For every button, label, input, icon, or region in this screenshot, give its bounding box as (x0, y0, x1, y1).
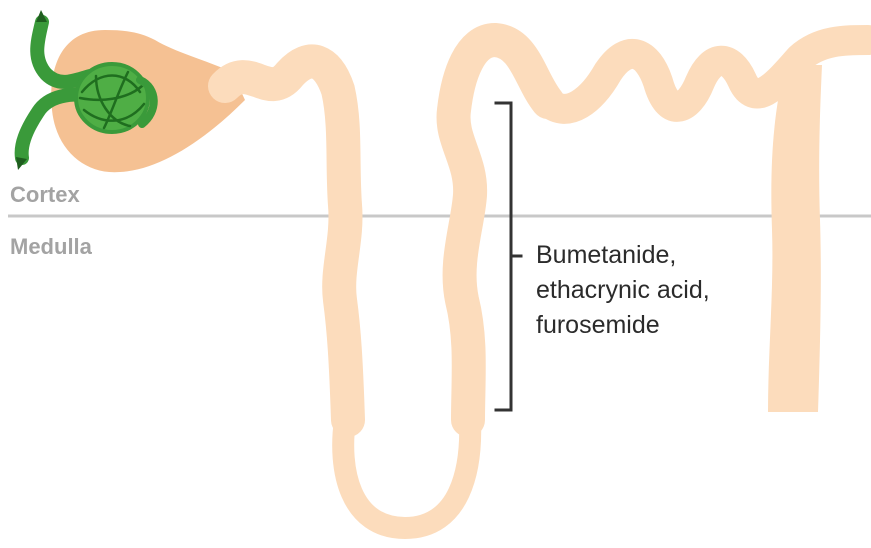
drug-label-line: Bumetanide, (536, 238, 710, 273)
medulla-label: Medulla (10, 236, 92, 258)
drug-label-line: furosemide (536, 308, 710, 343)
drug-label-line: ethacrynic acid, (536, 273, 710, 308)
proximal-convoluted-tubule (225, 61, 348, 420)
cortex-label: Cortex (10, 184, 80, 206)
loop-diuretics-label: Bumetanide, ethacrynic acid, furosemide (536, 238, 710, 343)
loop-of-henle (343, 420, 470, 528)
collecting-duct (768, 65, 822, 412)
thick-ascending-limb-bracket (496, 103, 521, 410)
thick-ascending-limb (454, 40, 548, 420)
